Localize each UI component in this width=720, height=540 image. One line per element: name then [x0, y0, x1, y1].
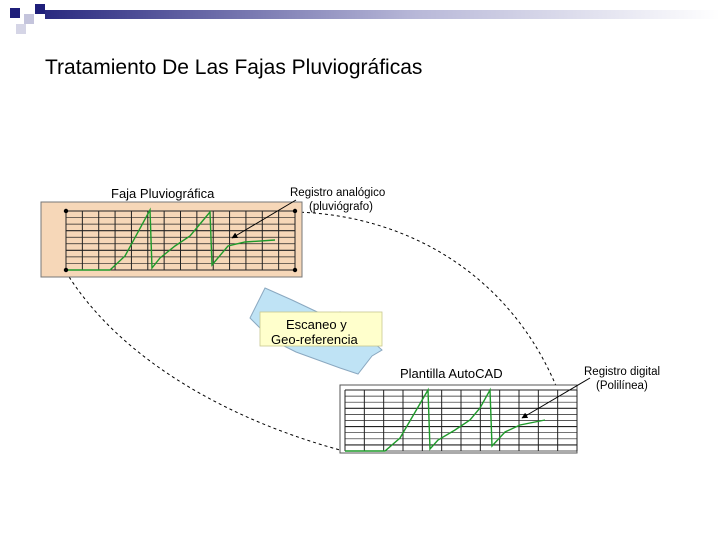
faja-corner-dot-tl: [63, 208, 69, 214]
faja-sheet: [40, 201, 303, 278]
faja-analog-trace: [64, 207, 276, 271]
deco-square-dark: [10, 8, 20, 18]
faja-corner-dot-br: [292, 267, 298, 273]
faja-title: Faja Pluviográfica: [111, 186, 215, 201]
template-sheet: [339, 384, 578, 454]
faja-corner-dot-bl: [63, 267, 69, 273]
template-digital-trace: [345, 387, 546, 452]
faja-grid: [65, 210, 296, 271]
deco-square-light: [24, 14, 34, 24]
digital-label-line1: Registro digital: [584, 366, 660, 378]
digital-pointer-arrow: [521, 377, 591, 419]
scan-label-box: [259, 311, 383, 347]
analog-label-line2: (pluviógrafo): [309, 201, 373, 213]
dashed-connector-top: [294, 211, 576, 446]
template-title: Plantilla AutoCAD: [400, 366, 503, 381]
faja-corner-dot-tr: [292, 208, 298, 214]
gradient-band: [45, 10, 720, 19]
deco-square-dark-2: [35, 4, 45, 14]
dashed-connector-bottom: [65, 271, 341, 451]
slide-title: Tratamiento De Las Fajas Pluviográficas: [45, 56, 423, 79]
scan-label-line1: Escaneo y: [286, 317, 347, 332]
analog-pointer-arrow: [231, 199, 297, 239]
digital-label-line2: (Polilínea): [596, 380, 648, 392]
template-grid: [344, 389, 578, 452]
analog-label-line1: Registro analógico: [290, 187, 385, 199]
deco-square-light-2: [16, 24, 26, 34]
decorative-header-band: [10, 4, 720, 34]
scan-label-line2: Geo-referencia: [271, 332, 358, 347]
